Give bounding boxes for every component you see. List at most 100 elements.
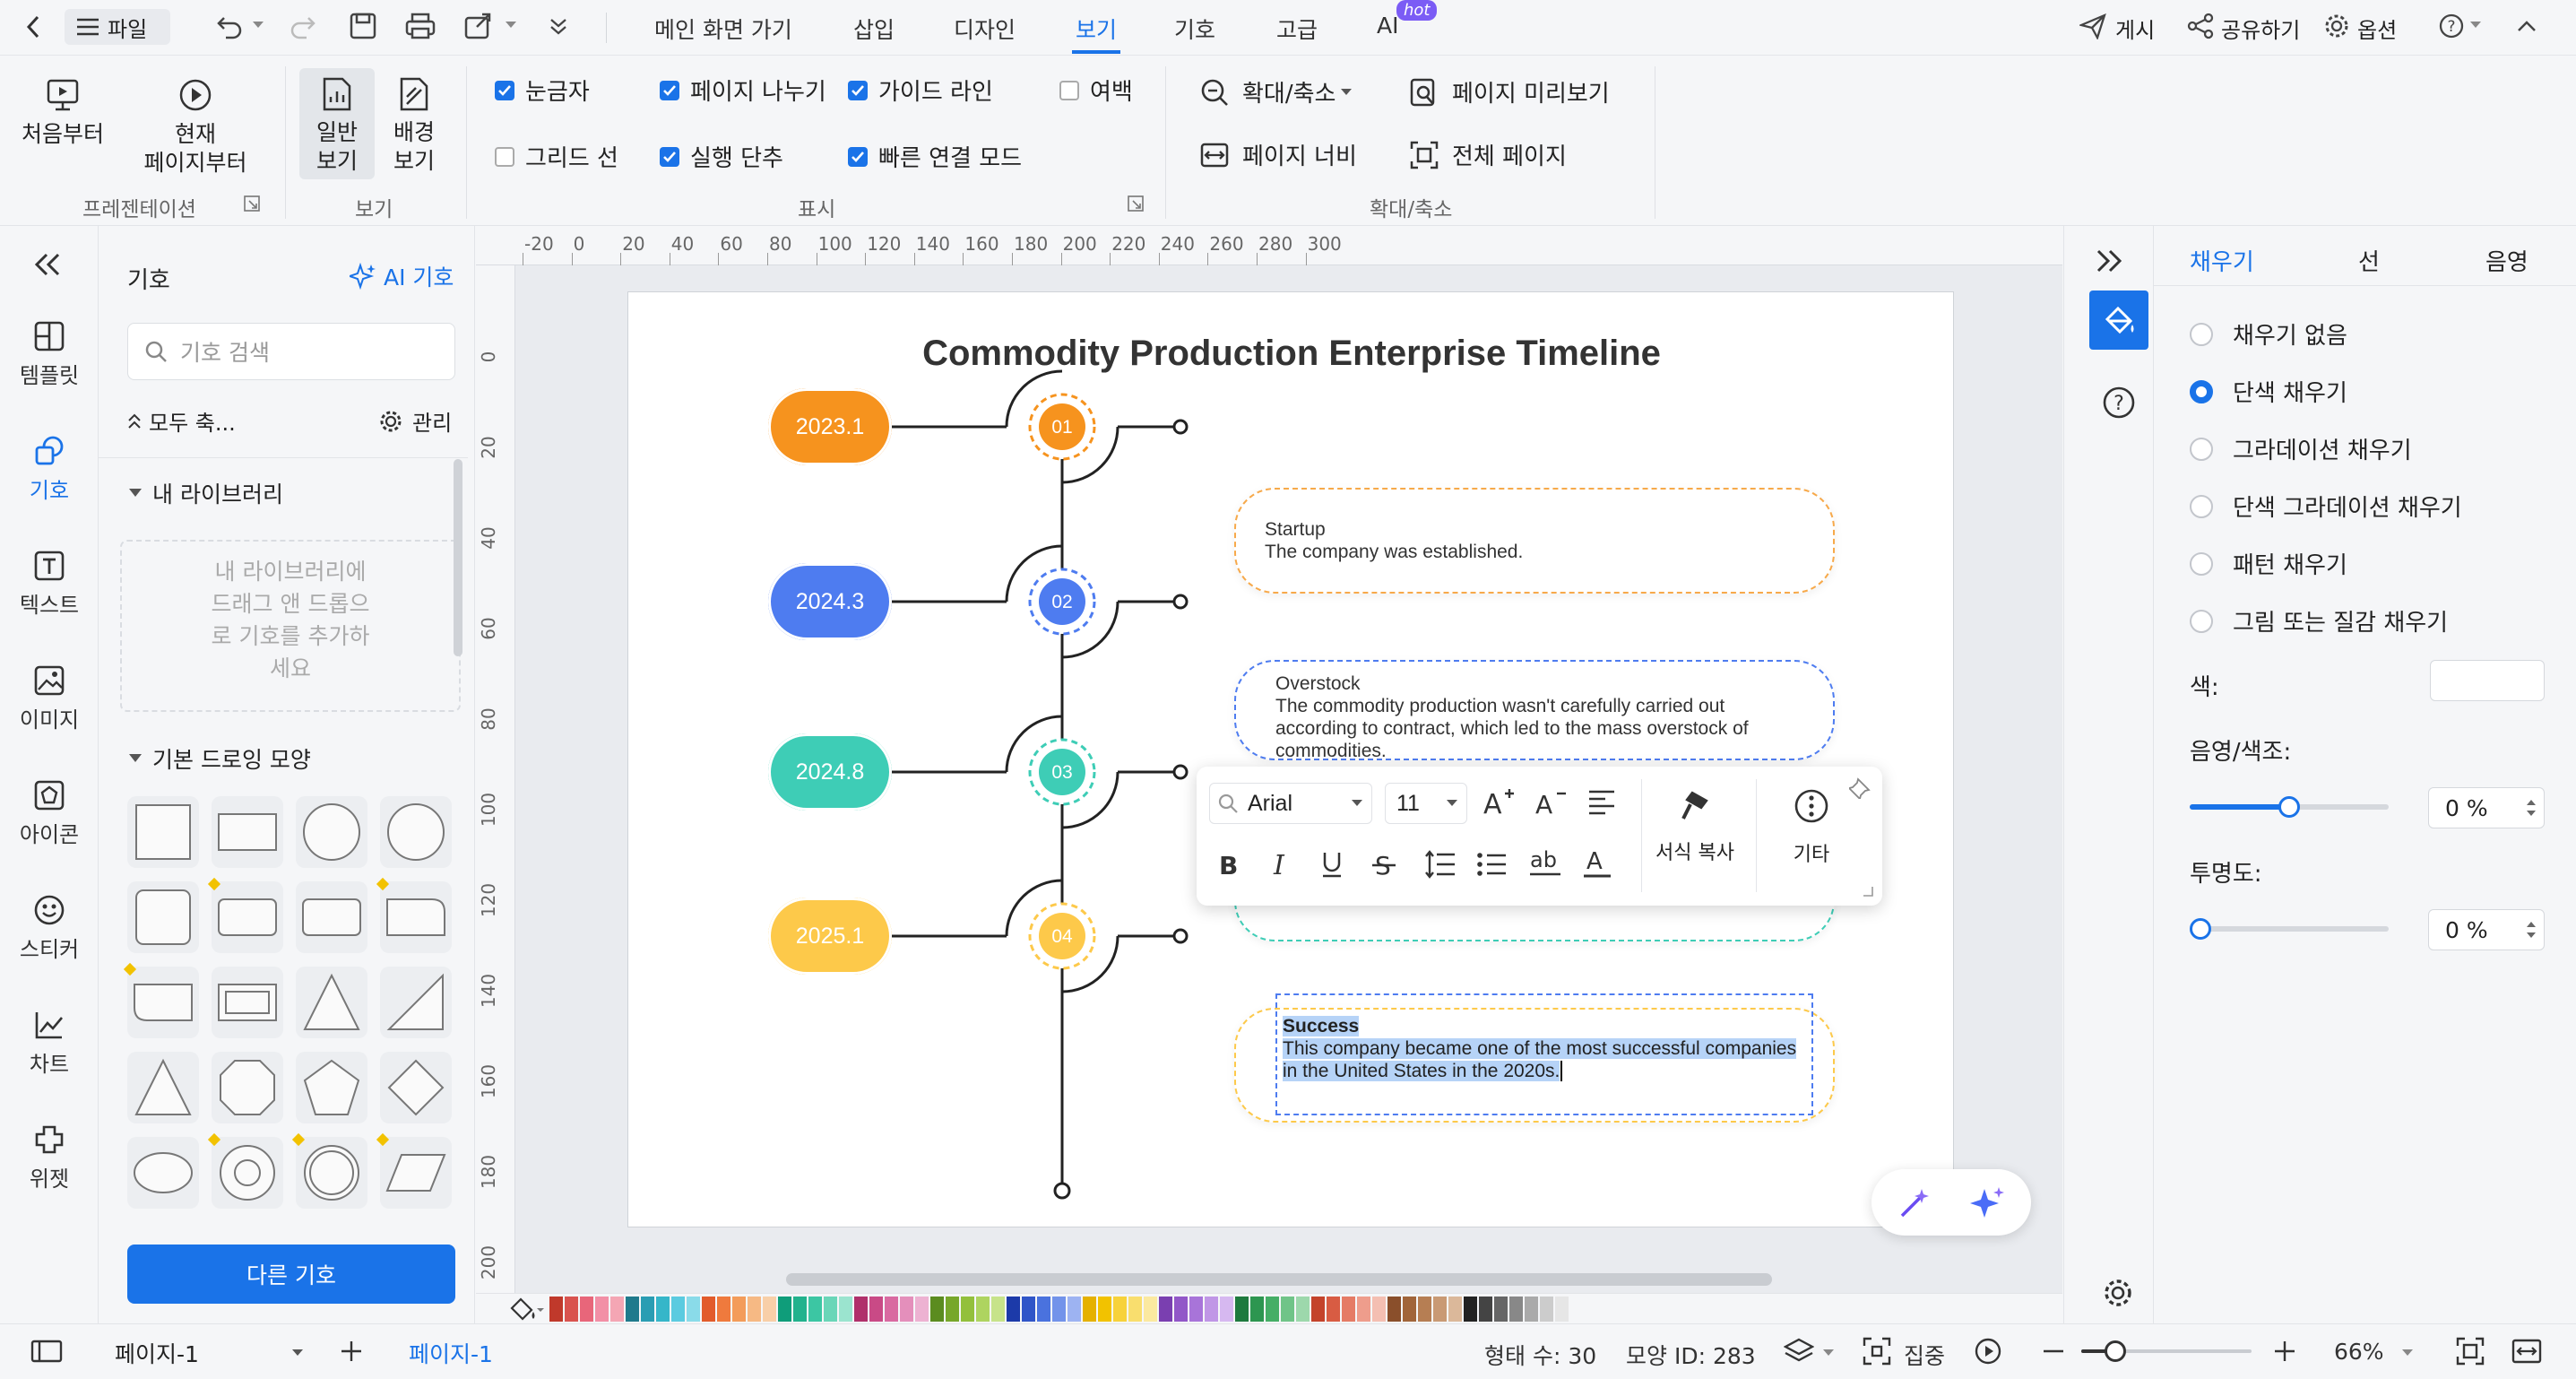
underline-icon[interactable] [1318,849,1345,880]
shape-octagon[interactable] [212,1052,283,1123]
full-page-button[interactable]: 전체 페이지 [1409,138,1567,171]
fit-width-icon[interactable] [2511,1337,2542,1366]
layers-dropdown-icon[interactable] [1823,1349,1834,1357]
shape-tag[interactable] [123,962,199,1038]
shape-pentagon[interactable] [296,1052,367,1123]
shape-rsquare[interactable] [127,881,199,953]
color-swatch[interactable] [976,1297,990,1322]
color-swatch[interactable] [1205,1297,1218,1322]
group-expand-icon[interactable] [244,195,260,212]
share-icon[interactable] [2187,13,2214,39]
page-select[interactable]: 페이지-1 [115,1337,303,1369]
color-swatch[interactable] [748,1297,761,1322]
my-library-header[interactable]: 내 라이브러리 [129,477,283,509]
selected-text-box[interactable]: Success This company became one of the m… [1275,993,1813,1115]
tab-fill[interactable]: 채우기 [2190,249,2254,276]
color-swatch[interactable] [1098,1297,1111,1322]
color-swatch[interactable] [1250,1297,1264,1322]
text-case-icon[interactable]: ab [1528,847,1562,878]
tab-shadow[interactable]: 음영 [2485,249,2528,276]
color-swatch[interactable] [1189,1297,1203,1322]
event-card-1[interactable]: Startup The company was established. [1234,488,1835,594]
color-swatch[interactable] [1357,1297,1370,1322]
shape-tab[interactable] [376,877,452,953]
color-swatch[interactable] [824,1297,837,1322]
rail-stickers[interactable]: 스티커 [0,889,99,963]
color-swatch[interactable] [854,1297,868,1322]
color-swatch[interactable] [793,1297,807,1322]
undo-icon[interactable] [215,13,244,41]
page-tab[interactable]: 페이지-1 [409,1341,493,1367]
rail-charts[interactable]: 차트 [0,1004,99,1078]
page-preview-button[interactable]: 페이지 미리보기 [1409,75,1610,108]
line-spacing-icon[interactable] [1424,849,1457,880]
menu-symbol[interactable]: 기호 [1174,17,1216,43]
redo-icon[interactable] [289,13,317,41]
color-swatch[interactable] [1464,1297,1477,1322]
color-swatch[interactable] [610,1297,624,1322]
undo-redo-checkbox[interactable]: 실행 단추 [660,140,783,173]
fit-page-icon[interactable] [2456,1337,2485,1366]
timeline-date-pill[interactable]: 2025.1 [768,898,892,975]
font-size-select[interactable]: 11 [1385,783,1467,824]
paint-bucket-icon[interactable] [508,1296,544,1323]
add-page-icon[interactable] [339,1339,364,1364]
color-swatch[interactable] [1342,1297,1355,1322]
color-swatch[interactable] [1052,1297,1066,1322]
color-swatch[interactable] [1494,1297,1508,1322]
color-swatch[interactable] [565,1297,578,1322]
rail-image[interactable]: 이미지 [0,660,99,733]
rail-text[interactable]: 텍스트 [0,545,99,619]
shape-ring[interactable] [207,1132,283,1209]
options-gear-icon[interactable] [2323,13,2350,39]
shape-rect2[interactable] [296,881,367,953]
color-swatch[interactable] [732,1297,746,1322]
normal-view-button[interactable]: 일반 보기 [299,68,375,179]
export-icon[interactable] [464,13,493,39]
basic-shapes-header[interactable]: 기본 드로잉 모양 [129,742,311,775]
ai-symbol-button[interactable]: AI 기호 [350,260,454,292]
color-swatch[interactable] [580,1297,593,1322]
shade-slider[interactable] [2190,796,2389,818]
color-swatch[interactable] [1372,1297,1386,1322]
timeline-date-pill[interactable]: 2024.8 [768,733,892,811]
transparency-slider[interactable] [2190,918,2389,940]
color-swatch[interactable] [991,1297,1005,1322]
color-swatch[interactable] [1174,1297,1188,1322]
fill-option-radio[interactable]: 채우기 없음 [2190,317,2347,351]
color-swatch[interactable] [1311,1297,1325,1322]
from-start-button[interactable]: 처음부터 [13,75,113,149]
save-icon[interactable] [350,13,376,39]
more-symbols-button[interactable]: 다른 기호 [127,1245,455,1304]
drawing-page[interactable]: Commodity Production Enterprise Timeline… [627,291,1954,1227]
play-icon[interactable] [1974,1337,2002,1366]
color-swatch[interactable] [717,1297,730,1322]
rail-widgets[interactable]: 위젯 [0,1119,99,1193]
color-swatch[interactable] [1555,1297,1569,1322]
bullet-list-icon[interactable] [1476,849,1507,880]
shape-triangle2[interactable] [127,1052,199,1123]
color-swatch[interactable] [656,1297,670,1322]
expand-panel-icon[interactable] [2095,247,2123,274]
color-swatch[interactable] [839,1297,852,1322]
zoom-in-icon[interactable] [2273,1340,2296,1363]
fill-color-picker[interactable] [2430,660,2545,701]
shape-frame[interactable] [212,967,283,1038]
shape-square[interactable] [127,796,199,868]
rail-symbols[interactable]: 기호 [0,430,99,504]
print-icon[interactable] [405,13,436,39]
quick-connect-checkbox[interactable]: 빠른 연결 모드 [848,140,1022,173]
horizontal-scrollbar[interactable] [786,1273,1772,1286]
menu-advanced[interactable]: 고급 [1276,17,1318,43]
from-current-button[interactable]: 현재 페이지부터 [133,75,258,178]
color-swatch[interactable] [1220,1297,1233,1322]
fill-option-radio[interactable]: 패턴 채우기 [2190,547,2347,580]
color-swatch[interactable] [1022,1297,1035,1322]
italic-icon[interactable]: I [1268,849,1295,880]
shape-ellipse[interactable] [127,1137,199,1209]
stepper-icon[interactable] [2526,919,2537,941]
help-icon[interactable]: ? [2102,386,2136,420]
fill-style-button[interactable] [2089,291,2148,350]
color-swatch[interactable] [946,1297,959,1322]
color-swatch[interactable] [1479,1297,1492,1322]
